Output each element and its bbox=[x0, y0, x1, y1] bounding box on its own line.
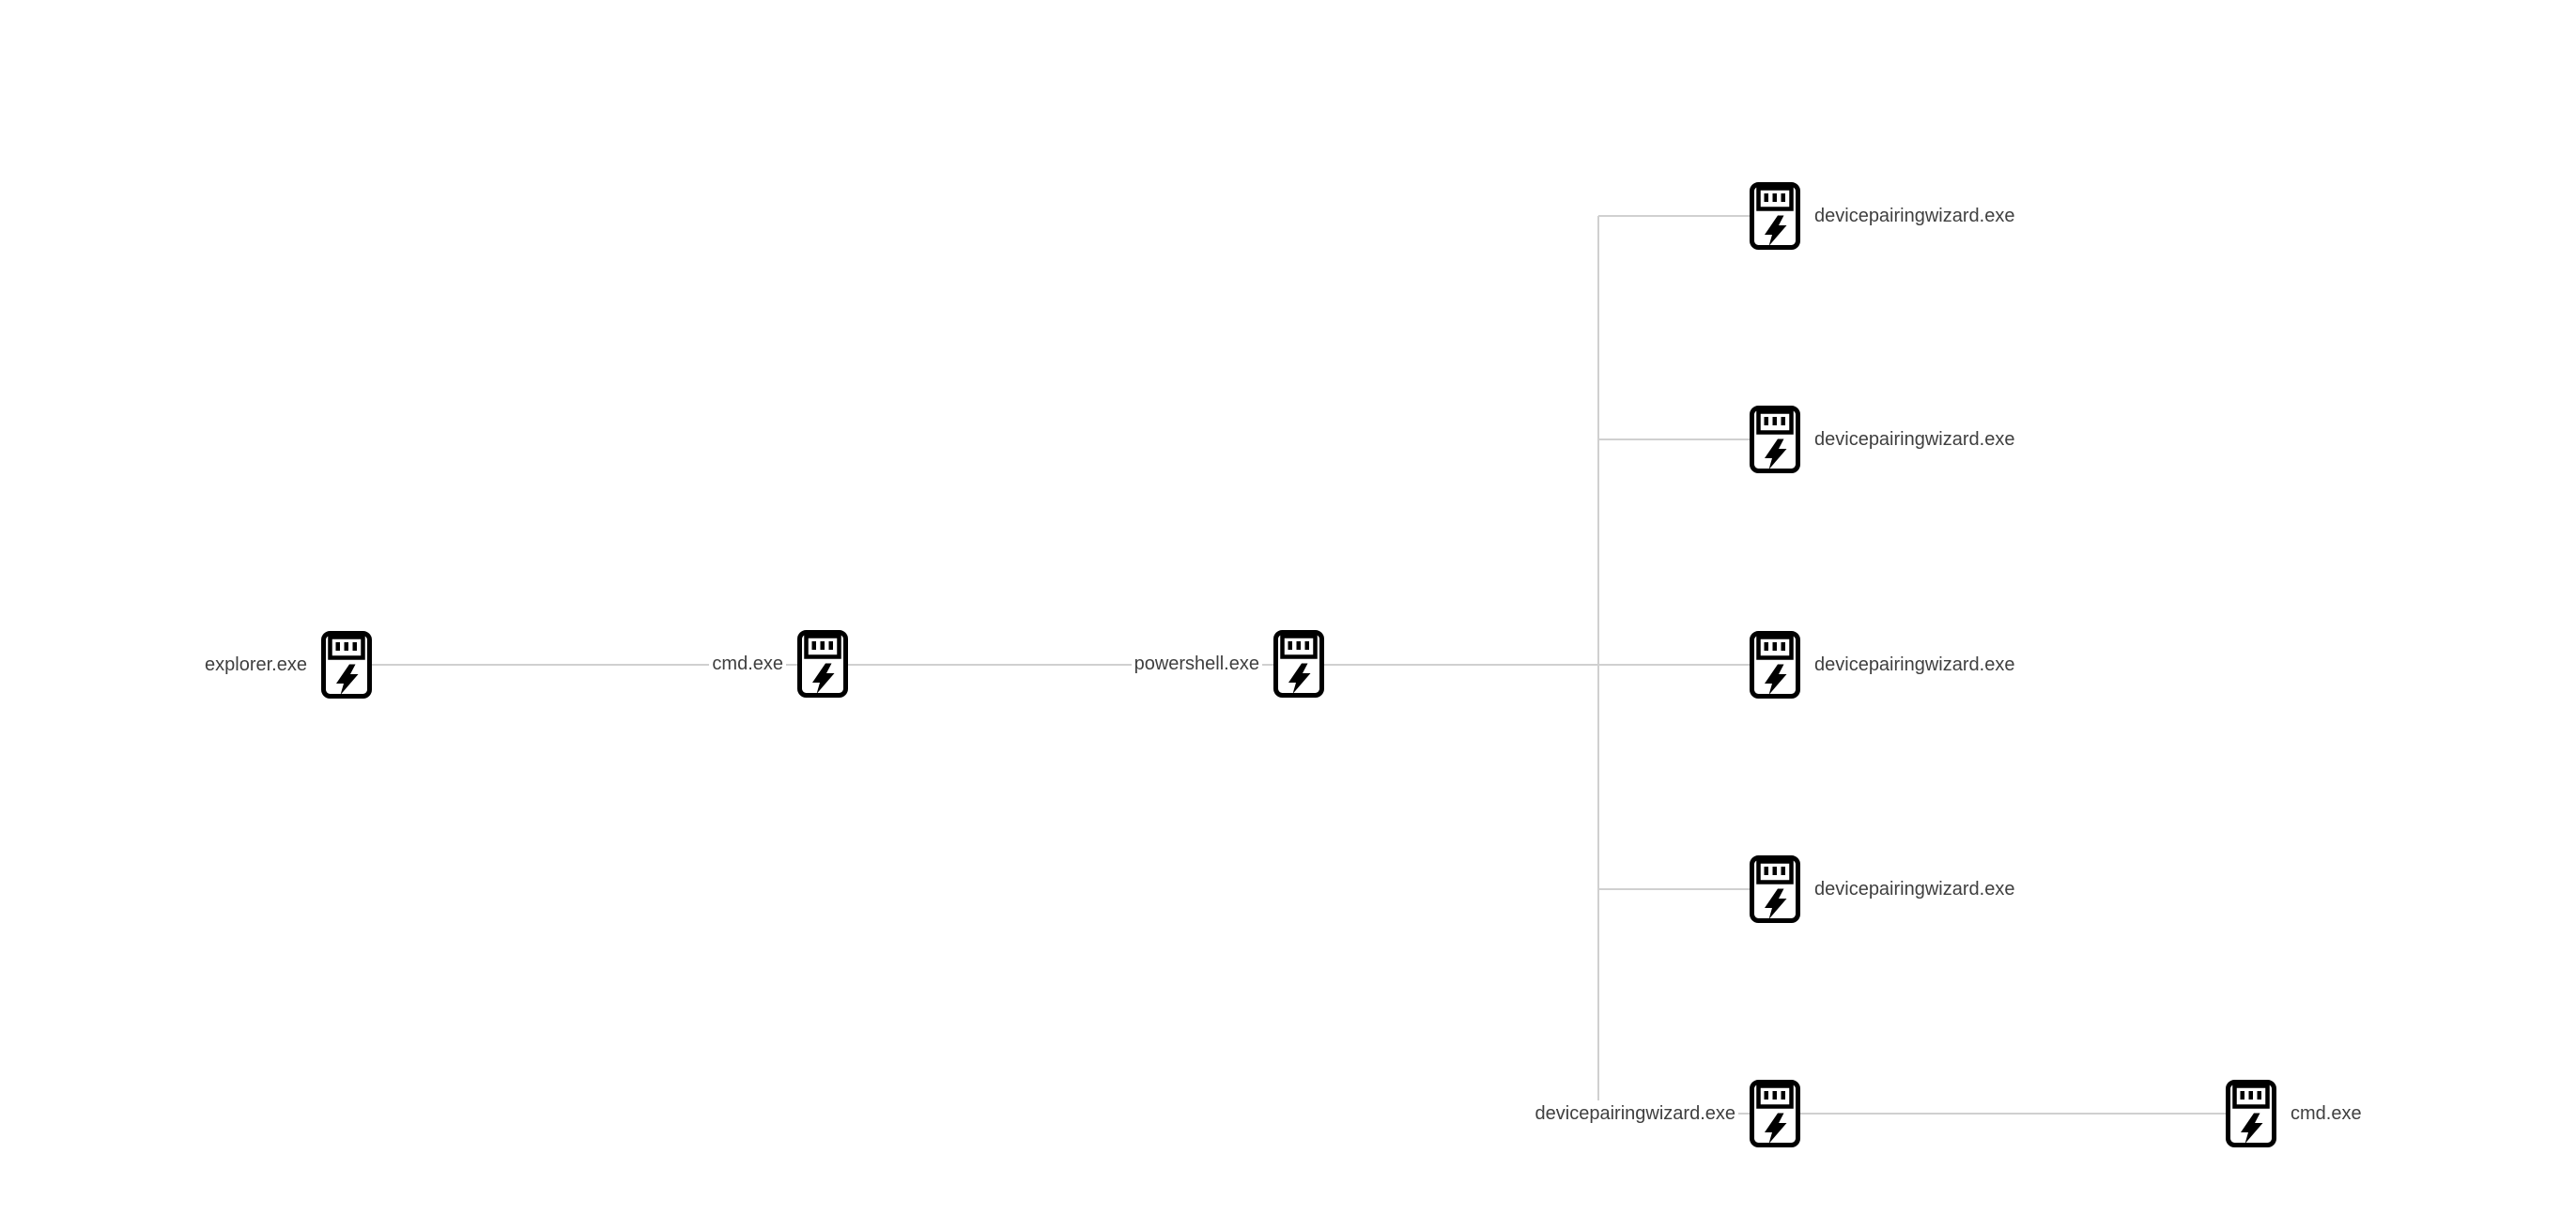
process-label[interactable]: devicepairingwizard.exe bbox=[1812, 652, 2018, 678]
process-label[interactable]: powershell.exe bbox=[1131, 651, 1262, 677]
process-bolt-icon[interactable] bbox=[1750, 855, 1800, 923]
process-node-explorer[interactable]: explorer.exe bbox=[202, 631, 372, 699]
process-node-devicepairingwizard-5[interactable]: devicepairingwizard.exe bbox=[1532, 1080, 1800, 1147]
process-label[interactable]: devicepairingwizard.exe bbox=[1812, 203, 2018, 229]
process-bolt-icon[interactable] bbox=[321, 631, 372, 699]
process-label[interactable]: devicepairingwizard.exe bbox=[1532, 1100, 1738, 1127]
process-bolt-icon[interactable] bbox=[1750, 182, 1800, 250]
process-label[interactable]: devicepairingwizard.exe bbox=[1812, 426, 2018, 453]
process-node-cmd-1[interactable]: cmd.exe bbox=[709, 630, 848, 698]
process-bolt-icon[interactable] bbox=[2226, 1080, 2276, 1147]
process-label[interactable]: devicepairingwizard.exe bbox=[1812, 876, 2018, 902]
process-node-devicepairingwizard-4[interactable]: devicepairingwizard.exe bbox=[1750, 855, 2018, 923]
process-node-devicepairingwizard-2[interactable]: devicepairingwizard.exe bbox=[1750, 406, 2018, 473]
process-label[interactable]: explorer.exe bbox=[202, 652, 310, 678]
process-bolt-icon[interactable] bbox=[1750, 406, 1800, 473]
process-label[interactable]: cmd.exe bbox=[709, 651, 786, 677]
process-bolt-icon[interactable] bbox=[1750, 1080, 1800, 1147]
process-label[interactable]: cmd.exe bbox=[2288, 1100, 2365, 1127]
process-node-devicepairingwizard-1[interactable]: devicepairingwizard.exe bbox=[1750, 182, 2018, 250]
process-node-cmd-2[interactable]: cmd.exe bbox=[2226, 1080, 2365, 1147]
process-bolt-icon[interactable] bbox=[797, 630, 848, 698]
process-bolt-icon[interactable] bbox=[1273, 630, 1324, 698]
process-node-devicepairingwizard-3[interactable]: devicepairingwizard.exe bbox=[1750, 631, 2018, 699]
process-node-powershell[interactable]: powershell.exe bbox=[1131, 630, 1324, 698]
process-bolt-icon[interactable] bbox=[1750, 631, 1800, 699]
